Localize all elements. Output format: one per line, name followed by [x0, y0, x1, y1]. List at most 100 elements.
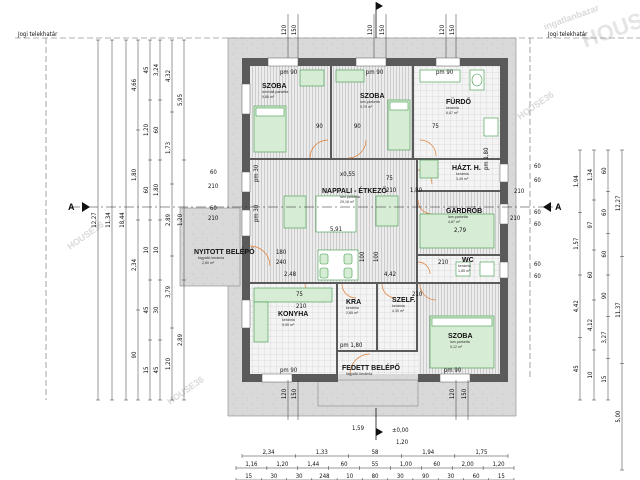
- dim-right_col2-1: 97: [587, 222, 594, 229]
- room-wc-name: WC: [462, 257, 474, 264]
- room-nyitott-area: 2,80 m²: [202, 261, 215, 265]
- dim-bottom_row3-7: 90: [422, 473, 429, 480]
- dim-left_col6-3: 10: [153, 246, 160, 253]
- label-120: 1,20: [396, 439, 409, 446]
- dim-left_col8-2: 2,89: [177, 333, 184, 346]
- plot-boundary-label-right: Jogi telekhatár: [547, 31, 588, 38]
- dim-left_col7-1: 1,73: [165, 142, 172, 154]
- label-pm30: pm 30: [253, 164, 260, 182]
- room-szelf-area: 4,30 m²: [392, 309, 405, 313]
- room-nappali-floor: lam.parketta: [340, 195, 360, 199]
- room-fedett-floor: fagyálló kerámia: [346, 372, 372, 376]
- window-210-a: 210: [208, 183, 219, 190]
- dim-right_col4-2: 5,00: [615, 410, 622, 423]
- room-szoba-2-area: 9,70 m²: [360, 105, 373, 109]
- room-szoba-3-area: 9,12 m²: [450, 345, 463, 349]
- north-arrow: [375, 2, 383, 440]
- room-szoba-3-name: SZOBA: [448, 333, 473, 340]
- window-210-b: 210: [208, 215, 219, 222]
- plot-boundary: [15, 37, 640, 400]
- dim-bottom_row1-4: 1,75: [475, 449, 487, 456]
- section-arrow-right: [543, 202, 551, 212]
- dim-bottom_row1-1: 1,33: [316, 449, 328, 456]
- dim-bottom_row3-2: 30: [296, 473, 303, 480]
- room-konyha-area: 9,90 m²: [282, 323, 295, 327]
- dim-left_col5-1: 1,20: [143, 123, 150, 136]
- window-60-a: 60: [210, 169, 217, 176]
- dim-right_col1-2: 4,42: [573, 300, 580, 312]
- dim-bottom_row3-3: 248: [319, 473, 330, 480]
- window-60-b: 60: [210, 205, 217, 212]
- room-szoba-2-floor: lam.parketta: [360, 100, 380, 104]
- dim-bottom-v-0: 120: [281, 388, 288, 399]
- label-442: 4,42: [384, 271, 396, 278]
- entrance-step: [317, 379, 419, 407]
- window-60-e: 60: [534, 209, 541, 216]
- section-marker-left: A: [68, 202, 75, 212]
- dim-bottom_row3-4: 10: [346, 473, 353, 480]
- room-szoba-3-floor: lam.parketta: [450, 340, 470, 344]
- room-hazt-floor: kerámia: [456, 172, 469, 176]
- dim-left_col1-0: 12,27: [91, 212, 98, 227]
- dim-right_col3-3: 90: [601, 292, 608, 299]
- watermark-house36-left: HOUSE36: [65, 219, 105, 251]
- dim-top-1: 150: [291, 24, 298, 35]
- dim-bottom-v-1: 150: [291, 388, 298, 399]
- section-marker-right: A: [555, 202, 562, 212]
- label-pm90-e: pm 90: [444, 367, 462, 374]
- dim-bottom_row1-2: 58: [372, 449, 379, 456]
- dim-left_col6-4: 30: [153, 306, 160, 313]
- door-75-a: 75: [386, 175, 393, 182]
- dim-right_col2-0: 1,34: [587, 168, 594, 181]
- window-60-h: 60: [534, 273, 541, 280]
- dim-right_col3-4: 3,27: [601, 331, 608, 343]
- plot-boundary-label-left: Jogi telekhatár: [17, 31, 58, 38]
- room-labels: SZOBA laminált parketta 9,86 m² SZOBA la…: [194, 83, 482, 376]
- dim-right_col3-2: 60: [601, 250, 608, 257]
- room-fedett-name: FEDETT BELÉPŐ: [342, 363, 401, 372]
- window-210-c: 210: [514, 188, 525, 195]
- window-60-c: 60: [534, 163, 541, 170]
- dim-right_col1-3: 45: [573, 365, 580, 372]
- dim-bottom_row3-6: 30: [397, 473, 404, 480]
- room-gardrob-floor: lam.parketta: [448, 215, 468, 219]
- dim-bottom_row2-1: 1,20: [276, 461, 289, 468]
- room-hazt-name: HÁZT. H.: [452, 163, 481, 172]
- dim-left_col6-5: 45: [153, 367, 160, 374]
- label-pm180-b: pm 1,80: [483, 147, 490, 170]
- room-szoba-2-name: SZOBA: [360, 93, 385, 100]
- windows: [241, 57, 509, 383]
- dim-bottom_row2-2: 1,44: [307, 461, 320, 468]
- dim-bottom_row1-0: 2,34: [263, 449, 276, 456]
- dim-left_col7-0: 4,32: [165, 70, 172, 82]
- dim-left_col6-2: 1,80: [153, 183, 160, 196]
- dim-bottom_row2-3: 60: [341, 461, 348, 468]
- dim-top-0: 120: [281, 24, 288, 35]
- room-nappali-area: 29,16 m²: [340, 200, 355, 204]
- room-szoba-1-floor: laminált parketta: [262, 90, 288, 94]
- label-279: 2,79: [454, 227, 467, 234]
- label-x055: x0,55: [340, 171, 355, 178]
- label-pm90-a: pm 90: [280, 69, 298, 76]
- dim-bottom_row3-10: 15: [498, 473, 505, 480]
- label-pm90-b: pm 90: [366, 69, 384, 76]
- label-pm30-b: pm 30: [253, 204, 260, 222]
- dim-bottom_row3-5: 80: [372, 473, 379, 480]
- room-furdo-floor: kerámia: [446, 106, 459, 110]
- door-75-b: 75: [296, 291, 303, 298]
- dim-left_col7-3: 3,79: [165, 285, 172, 298]
- dim-left_col5-3: 10: [143, 246, 150, 253]
- room-kra-name: KRA: [346, 299, 361, 306]
- room-hazt-area: 3,49 m²: [456, 177, 469, 181]
- room-nyitott-name: NYITOTT BELÉPŐ: [194, 247, 255, 256]
- dim-left_col4-2: 2,34: [131, 258, 138, 271]
- dim-right_col3-1: 60: [601, 209, 608, 216]
- dim-right_col3-0: 60: [601, 167, 608, 174]
- watermark-house36-bottom: HOUSE36: [165, 374, 205, 406]
- room-furdo-area: 6,67 m²: [446, 111, 459, 115]
- dim-right_col4-0: 12,27: [615, 196, 622, 211]
- dim-left_col3-0: 18,44: [119, 212, 126, 228]
- label-100-a: 100: [359, 251, 366, 262]
- dim-left_col4-1: 1,80: [131, 168, 138, 181]
